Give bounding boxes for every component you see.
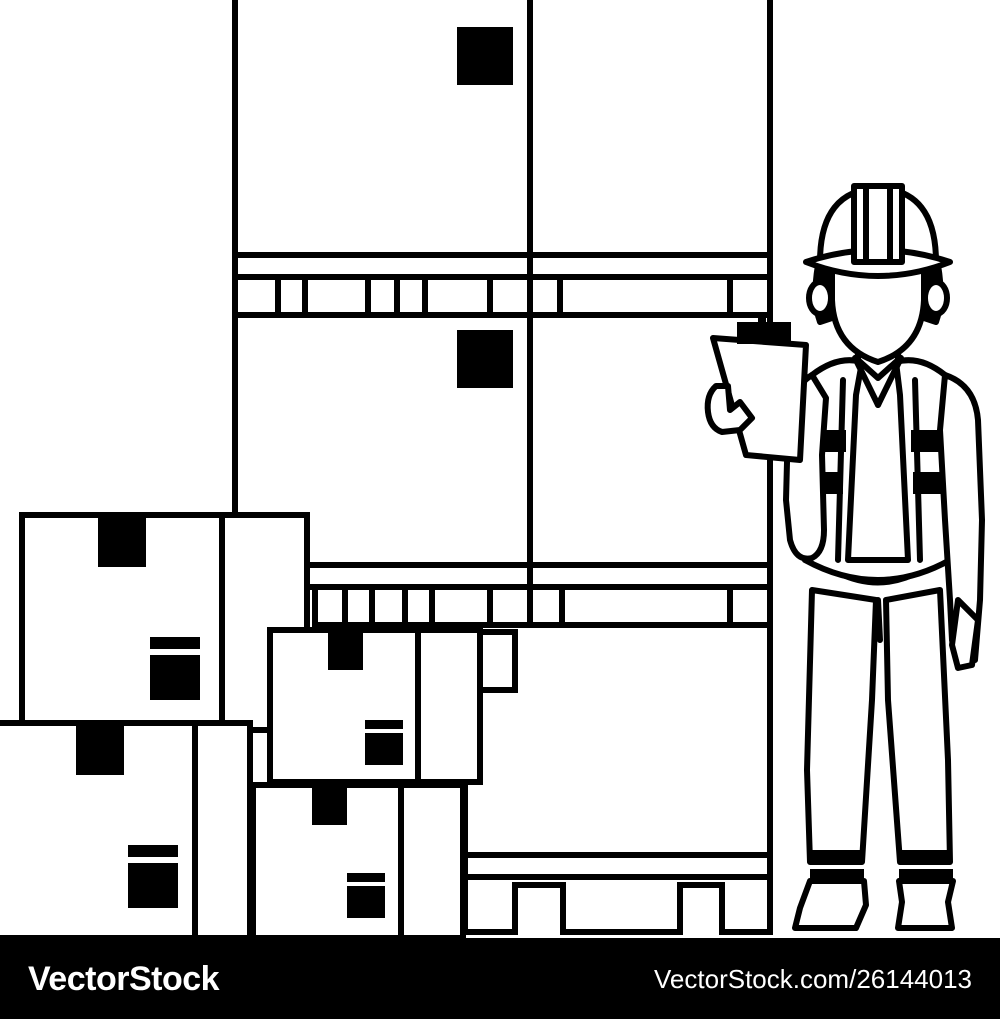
middle-box-upper-label-square: [365, 733, 403, 765]
worker-vest-left-edge: [835, 377, 846, 563]
large-box-middle-label: [457, 330, 513, 388]
worker-boots: [792, 878, 956, 931]
large-box-middle: [232, 312, 773, 568]
worker-legs: [804, 587, 953, 865]
middle-box-upper-side: [415, 627, 483, 785]
worker-vest-right-edge: [912, 377, 923, 563]
left-box-upper-label-bar: [150, 637, 200, 649]
pallet-top: [232, 252, 773, 318]
clipboard-clip: [737, 322, 791, 344]
worker: [704, 183, 985, 931]
middle-box-upper-flap: [477, 629, 518, 693]
left-box-upper: [19, 512, 310, 733]
vectorstock-url: VectorStock.com/26144013: [654, 963, 972, 994]
pallet-middle-side-block: [559, 584, 733, 628]
vectorstock-brand: VectorStock: [28, 959, 220, 998]
worker-left-leg: [804, 587, 879, 865]
middle-box-lower-seam-tape: [312, 785, 347, 825]
hard-hat: [803, 183, 953, 279]
middle-box-upper-seam-tape: [328, 630, 363, 670]
left-pant-stripe-1: [809, 850, 863, 862]
worker-left-boot: [792, 878, 869, 931]
pallet-stack-group: [232, 0, 773, 935]
middle-box-lower-label-square: [347, 886, 385, 918]
left-box-lower-side: [192, 720, 253, 941]
left-box-lower: [0, 720, 253, 941]
middle-box-lower-side: [398, 782, 466, 941]
left-box-upper-label-square: [150, 655, 200, 700]
middle-box-lower: [250, 782, 466, 941]
left-box-lower-seam-tape: [76, 723, 124, 775]
worker-right-boot: [895, 878, 956, 931]
worker-right-arm: [937, 372, 985, 668]
pallet-bottom: [462, 852, 773, 935]
middle-box-upper-label-bar: [365, 720, 403, 729]
worker-face: [829, 259, 927, 365]
footer-bar: VectorStock VectorStock.com/26144013: [0, 938, 1000, 1019]
left-box-upper-seam-tape: [98, 515, 146, 567]
large-box-top-side: [527, 0, 773, 258]
pallet-middle-deck-side: [527, 562, 773, 590]
worker-left-ear: [806, 279, 834, 317]
middle-box-upper: [267, 627, 518, 785]
pallet-bottom-feet: [462, 874, 773, 935]
large-box-top: [232, 0, 773, 258]
pallet-middle: [232, 562, 773, 628]
left-box-lower-label-bar: [128, 845, 178, 857]
pallet-top-deck-front: [232, 252, 533, 280]
pallet-top-side-block: [557, 274, 733, 318]
hard-hat-ridge: [851, 183, 905, 265]
left-box-lower-label-square: [128, 863, 178, 908]
pallet-top-deck-side: [527, 252, 773, 280]
large-box-top-label: [457, 27, 513, 85]
middle-box-lower-label-bar: [347, 873, 385, 882]
clipboard-clip-handle: [758, 312, 766, 324]
worker-right-ear: [922, 279, 950, 317]
pallet-bottom-deck: [462, 852, 773, 880]
right-pant-stripe-1: [898, 850, 952, 862]
worker-right-hand: [949, 597, 981, 671]
worker-crotch-seam: [875, 597, 883, 643]
worker-left-hand: [704, 383, 755, 435]
box-group-left: [0, 512, 310, 941]
worker-right-leg: [883, 587, 953, 865]
